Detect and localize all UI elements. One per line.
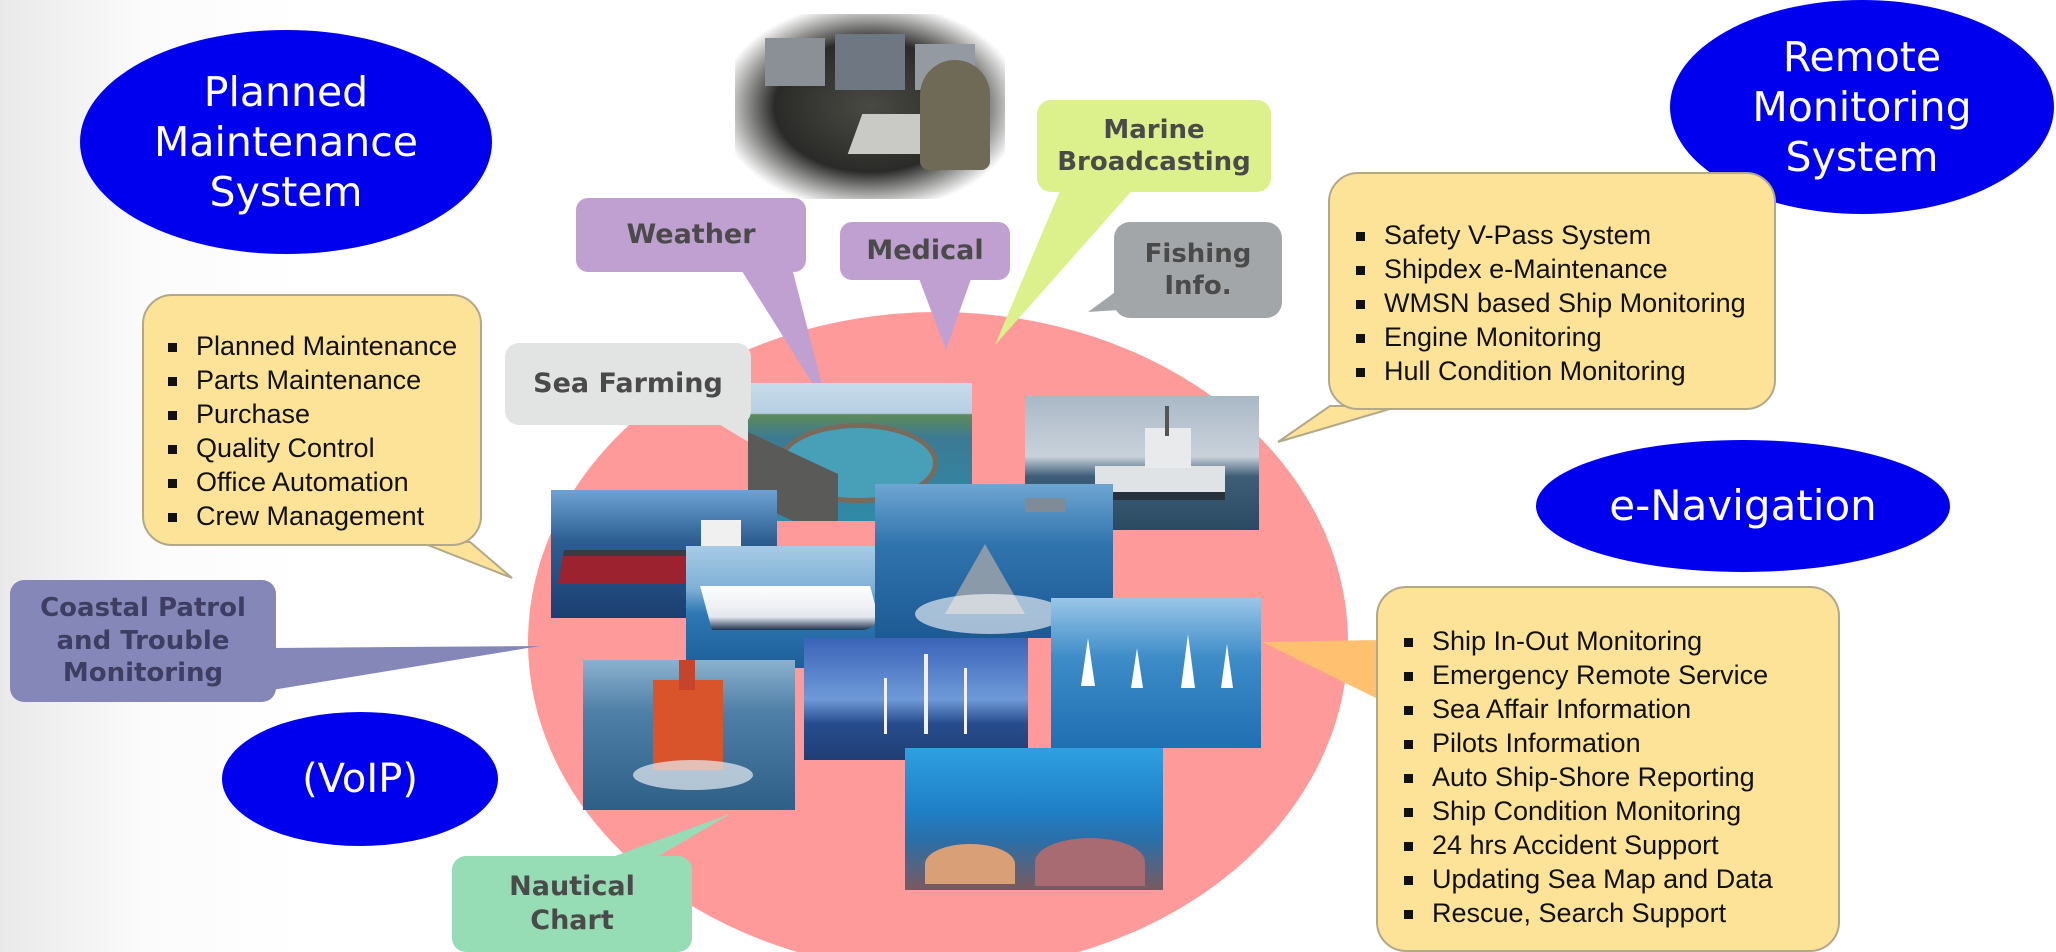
wind-farm-photo (804, 638, 1028, 760)
list-item: 24 hrs Accident Support (1392, 828, 1838, 862)
list-item: Crew Management (156, 499, 480, 533)
operator-photo (735, 14, 1005, 199)
pms-note-pointer (419, 541, 513, 579)
list-item: Office Automation (156, 465, 480, 499)
list-item: Ship In-Out Monitoring (1392, 624, 1838, 658)
nautical-chart-callout: Nautical Chart (452, 856, 692, 952)
chart-pointer (604, 814, 730, 860)
weather-callout: Weather (576, 198, 806, 272)
list-item: Purchase (156, 397, 480, 431)
list-item: WMSN based Ship Monitoring (1344, 286, 1774, 320)
marine-broadcasting-callout: Marine Broadcasting (1037, 100, 1271, 192)
fishing-info-callout: Fishing Info. (1114, 222, 1282, 318)
list-item: Safety V-Pass System (1344, 218, 1774, 252)
fishing-boat-photo (1025, 396, 1259, 530)
rms-note: Safety V-Pass System Shipdex e-Maintenan… (1328, 172, 1776, 410)
list-item: Quality Control (156, 431, 480, 465)
medical-callout: Medical (840, 222, 1010, 280)
sea-farming-callout: Sea Farming (505, 343, 751, 425)
list-item: Emergency Remote Service (1392, 658, 1838, 692)
list-item: Rescue, Search Support (1392, 896, 1838, 930)
sailboats-photo (1051, 598, 1261, 748)
list-item: Auto Ship-Shore Reporting (1392, 760, 1838, 794)
list-item: Parts Maintenance (156, 363, 480, 397)
enav-note: Ship In-Out Monitoring Emergency Remote … (1376, 586, 1840, 952)
patrol-pointer (272, 646, 540, 690)
voip-oval: (VoIP) (222, 712, 498, 846)
list-item: Engine Monitoring (1344, 320, 1774, 354)
planned-maintenance-oval: Planned Maintenance System (80, 30, 492, 254)
list-item: Updating Sea Map and Data (1392, 862, 1838, 896)
rms-note-pointer (1277, 405, 1401, 443)
weather-pointer (740, 268, 828, 408)
list-item: Shipdex e-Maintenance (1344, 252, 1774, 286)
coral-reef-photo (905, 748, 1163, 890)
list-item: Hull Condition Monitoring (1344, 354, 1774, 388)
offshore-rig-photo (583, 660, 795, 810)
list-item: Planned Maintenance (156, 329, 480, 363)
pms-feature-list: Planned Maintenance Parts Maintenance Pu… (156, 329, 480, 533)
coastal-patrol-callout: Coastal Patrol and Trouble Monitoring (10, 580, 276, 702)
rms-feature-list: Safety V-Pass System Shipdex e-Maintenan… (1344, 218, 1774, 388)
broadcasting-pointer (995, 186, 1136, 345)
list-item: Ship Condition Monitoring (1392, 794, 1838, 828)
e-navigation-oval: e-Navigation (1536, 440, 1950, 572)
enav-feature-list: Ship In-Out Monitoring Emergency Remote … (1392, 624, 1838, 930)
enav-note-pointer (1262, 640, 1380, 700)
pms-note: Planned Maintenance Parts Maintenance Pu… (142, 294, 482, 546)
list-item: Sea Affair Information (1392, 692, 1838, 726)
medical-pointer (918, 276, 972, 350)
list-item: Pilots Information (1392, 726, 1838, 760)
